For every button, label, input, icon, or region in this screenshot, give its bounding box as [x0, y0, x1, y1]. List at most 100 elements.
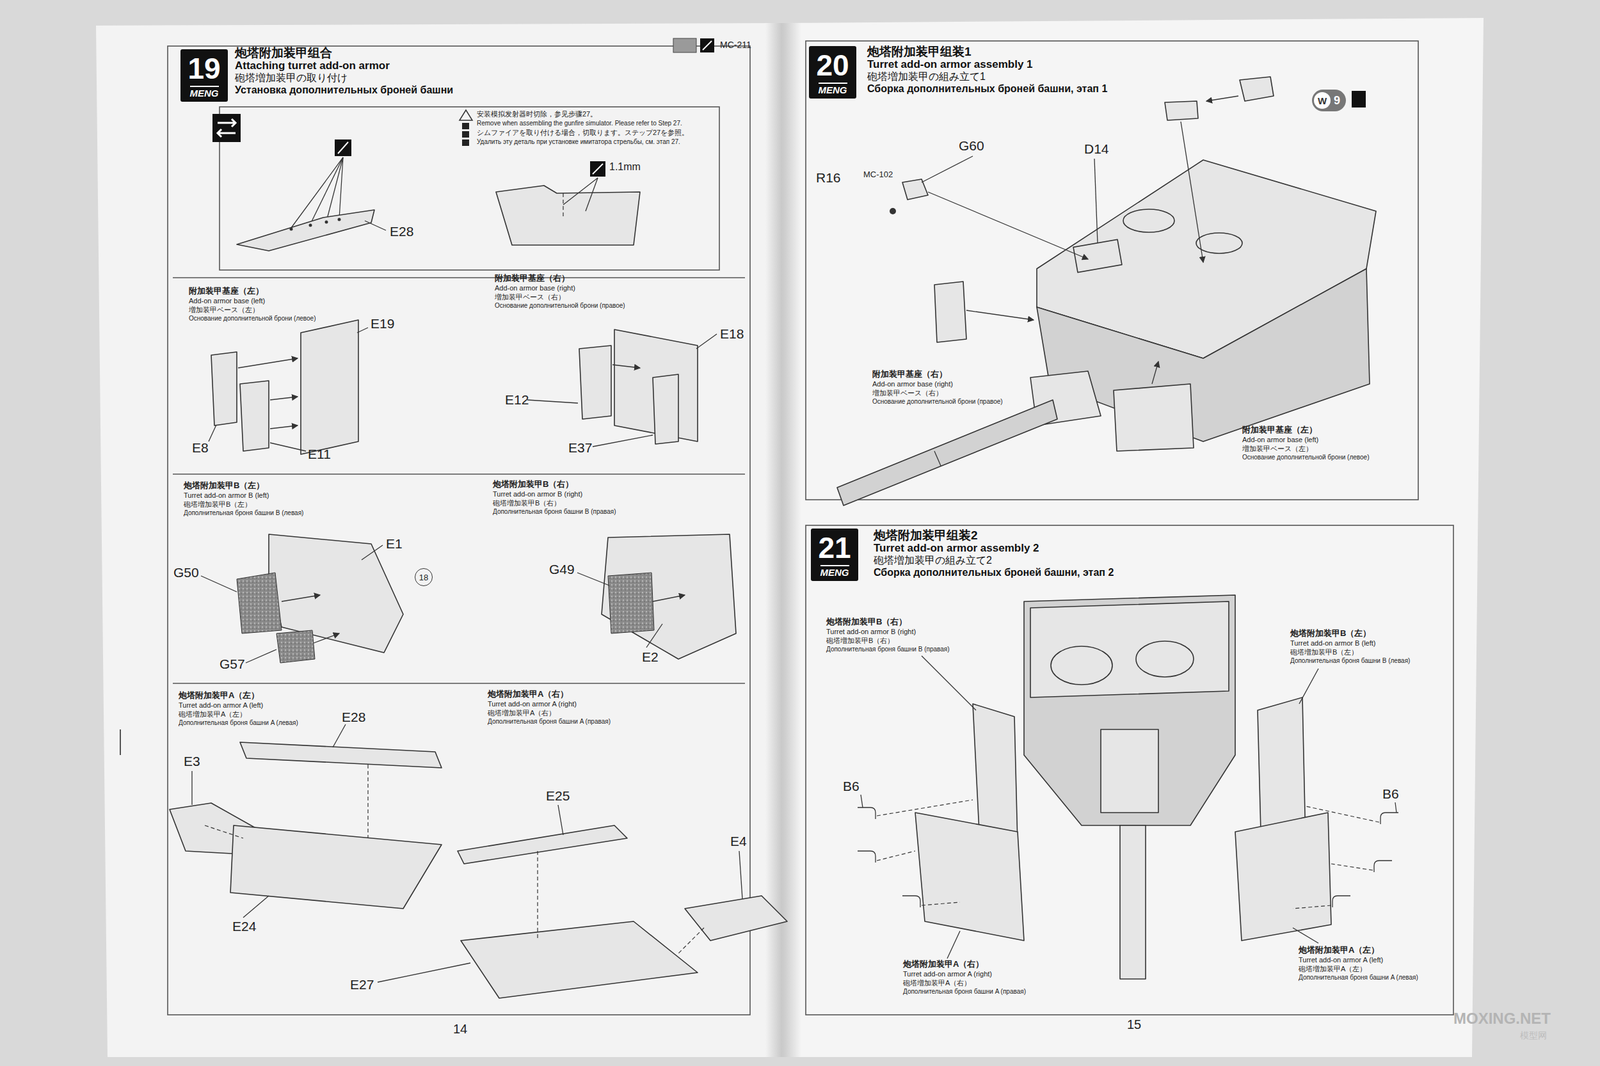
- cut-marker-part: [337, 218, 342, 222]
- armor-base-right: [652, 374, 679, 445]
- caption-text: 炮塔附加装甲B（右）: [826, 617, 907, 628]
- caption-text: 附加装甲基座（左）: [188, 286, 264, 297]
- turret-armor-a-left: [204, 825, 244, 839]
- turret-armor-a-right: [678, 928, 704, 954]
- caption-text: 増加装甲ベース（右）: [872, 389, 943, 398]
- armor-base-left: [270, 396, 298, 400]
- cut-marker-part: [562, 193, 564, 218]
- turret-armor-b-right: [652, 595, 685, 602]
- part-number: E25: [545, 788, 570, 804]
- swap-icon: [217, 119, 236, 127]
- turret-step-21: [1120, 825, 1146, 980]
- armor-base-right: [527, 400, 578, 404]
- caption-text: 附加装甲基座（左）: [1242, 425, 1318, 436]
- paint-chip-icon: [673, 38, 697, 53]
- step-title: Установка дополнительных броней башни: [234, 84, 454, 96]
- turret-armor-a-right: [457, 825, 628, 864]
- booklet-pages: [96, 23, 785, 1058]
- brand-name: MENG: [190, 85, 219, 98]
- turret-armor-a-left: [230, 825, 442, 909]
- part-number: B6: [842, 778, 860, 795]
- caption-text: 砲塔増加装甲A（左）: [1298, 965, 1367, 974]
- turret-step-21: [860, 794, 863, 808]
- turret-step-20: [902, 179, 928, 200]
- caption-text: Дополнительная броня башни A (правая): [903, 988, 1026, 996]
- paint-chip-icon: [673, 38, 715, 53]
- warning-icons: [459, 110, 473, 121]
- turret-armor-b-right: [646, 624, 663, 648]
- cut-marker-part: [585, 177, 598, 212]
- step-frames: [219, 106, 720, 271]
- turret-armor-a-right: [377, 963, 471, 983]
- booklet-pages: [765, 23, 802, 1058]
- caption-text: Turret add-on armor B (left): [183, 491, 269, 500]
- paint-code-badge: W9: [1312, 89, 1346, 112]
- step-title: 炮塔附加装甲组装2: [873, 528, 978, 543]
- booklet-pages: [119, 729, 121, 756]
- step-title: Сборка дополнительных броней башни, этап…: [873, 567, 1114, 579]
- caption-text: Основание дополнительной брони (левое): [1242, 453, 1369, 462]
- caption-text: 増加装甲ベース（左）: [1242, 444, 1313, 454]
- part-number: E8: [192, 440, 209, 456]
- page-number: 14: [453, 1022, 468, 1037]
- part-number: B6: [1382, 786, 1400, 802]
- turret-step-21: [876, 851, 916, 861]
- caption-text: 増加装甲ベース（右）: [494, 293, 566, 302]
- caption-text: 砲塔増加装甲B（左）: [183, 500, 252, 509]
- warning-icons: [459, 110, 473, 146]
- page-number: 15: [1127, 1017, 1142, 1033]
- turret-armor-b-right: [577, 572, 610, 586]
- cut-marker-part: [310, 157, 344, 224]
- caption-text: Turret add-on armor B (left): [1290, 639, 1376, 648]
- armor-base-left: [357, 327, 368, 333]
- armor-base-left: [270, 442, 306, 452]
- turret-step-20: [1094, 158, 1098, 244]
- step-badge: 19MENG: [180, 49, 228, 102]
- caption-text: 炮塔附加装甲A（右）: [487, 689, 569, 700]
- cut-marker-part: [236, 209, 375, 251]
- note-text: 安装模拟发射器时切除，参见步骤27。: [476, 110, 598, 119]
- turret-armor-a-right: [684, 896, 788, 941]
- part-number: E28: [341, 709, 366, 726]
- armor-base-left: [211, 352, 237, 426]
- caption-text: Turret add-on armor A (right): [903, 970, 992, 979]
- step-number: 21: [817, 533, 851, 563]
- step-title: Attaching turret add-on armor: [234, 59, 390, 73]
- warning-icons: [462, 131, 470, 138]
- turret-armor-b-left: [281, 595, 320, 602]
- callout-circle: 18: [414, 568, 433, 587]
- turret-armor-b-right: [608, 572, 655, 634]
- swap-icon: [217, 129, 236, 137]
- step-badge: 21MENG: [810, 528, 859, 582]
- caption-text: 砲塔増加装甲A（右）: [903, 979, 971, 988]
- caption-text: 炮塔附加装甲B（右）: [492, 480, 574, 490]
- cut-marker-part: [592, 163, 603, 175]
- step-title: Turret add-on armor assembly 2: [873, 542, 1040, 555]
- paint-chip-icon: [702, 40, 712, 50]
- caption-text: Дополнительная броня башни B (левая): [1290, 657, 1410, 665]
- part-number: E3: [183, 753, 201, 770]
- paint-code: MC-102: [863, 170, 893, 180]
- step-frames: [805, 40, 1419, 500]
- swap-icon: [212, 113, 241, 143]
- step-title: 砲塔増加装甲の取り付け: [234, 72, 348, 84]
- cut-marker-part: [590, 161, 606, 177]
- part-number: E28: [389, 224, 414, 240]
- caption-text: Основание дополнительной брони (левое): [188, 314, 316, 323]
- callout-number: 9: [1333, 94, 1341, 107]
- part-number: E12: [504, 392, 529, 408]
- turret-step-21: [1395, 802, 1397, 813]
- turret-step-21: [1331, 864, 1373, 871]
- turret-armor-a-right: [377, 805, 788, 999]
- note-text: Удалить эту деталь при установке имитато…: [476, 138, 681, 146]
- step-number: 20: [816, 50, 849, 80]
- turret-armor-b-right: [577, 534, 736, 660]
- turret-step-21: [1235, 812, 1332, 941]
- cut-marker-part: [364, 220, 386, 231]
- part-number: E11: [307, 446, 331, 463]
- cut-marker-part: [337, 142, 349, 154]
- turret-step-20: [1196, 232, 1243, 254]
- armor-base-left: [300, 320, 359, 455]
- caption-text: 砲塔増加装甲B（右）: [492, 499, 561, 508]
- turret-step-20: [966, 310, 1034, 320]
